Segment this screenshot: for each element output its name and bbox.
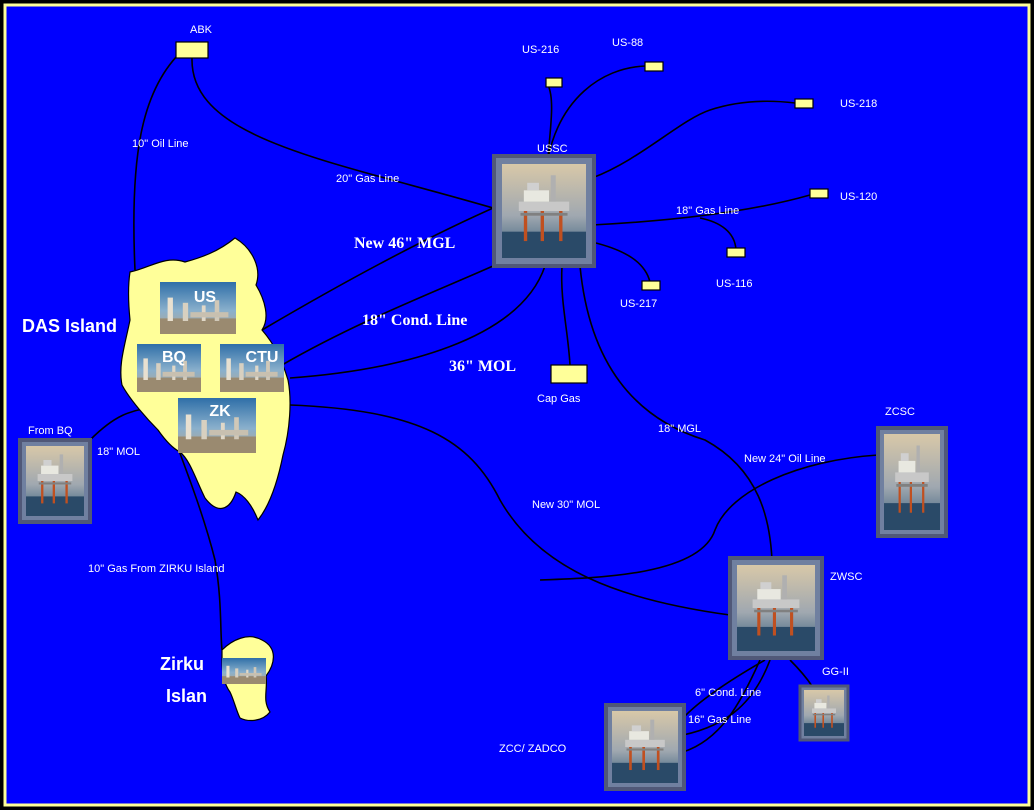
pipe-cond-6 [682,659,766,719]
pipe-oil-10 [133,49,184,271]
label-gas-16: 16" Gas Line [688,714,751,726]
label-zwsc: ZWSC [830,571,862,583]
label-zcsc: ZCSC [885,406,915,418]
pipe-gas-20 [191,57,501,211]
node-labels: ABK US-216 US-88 US-218 US-120 US-116 US… [28,24,915,755]
label-gas-18: 18" Gas Line [676,205,739,217]
label-us218: US-218 [840,98,877,110]
platform-zcsc[interactable] [876,426,948,538]
pipe-ussc-us116 [699,217,737,251]
label-gg2: GG-II [822,666,849,678]
plant-ctu-label: CTU [246,349,279,366]
plant-zk-label: ZK [209,403,231,420]
node-us120[interactable] [809,188,829,199]
pipe-cap-gas [560,265,571,366]
pipe-gas-10 [174,439,223,651]
plant-us[interactable]: US [160,282,236,334]
label-mol-36: 36" MOL [449,358,516,375]
label-oil-10: 10" Oil Line [132,138,189,150]
platform-gg2[interactable] [798,684,850,742]
plant-ctu[interactable]: CTU [220,344,284,392]
label-us216: US-216 [522,44,559,56]
label-from-bq: From BQ [28,425,73,437]
plant-bq-label: BQ [162,349,186,366]
pipe-mgl-18 [579,265,773,561]
pipe-mol-30 [289,404,731,616]
node-us218[interactable] [794,98,814,109]
label-ussc: USSC [537,143,568,155]
label-us120: US-120 [840,191,877,203]
label-zcc-zadco: ZCC/ ZADCO [499,743,567,755]
label-us88: US-88 [612,37,643,49]
label-mol-30: New 30" MOL [532,499,600,511]
pipelines [89,49,879,753]
label-us116: US-116 [716,278,752,290]
pipe-oil-24 [539,454,879,581]
zirku-island-label-2: Islan [166,686,207,706]
pipe-zwsc-extra [682,659,771,736]
pipe-gg2 [789,659,813,687]
wellhead-nodes [175,41,829,384]
label-cond-6: 6" Cond. Line [695,687,761,699]
label-us217: US-217 [620,298,657,310]
pipe-mgl-46 [261,204,501,331]
pipeline-labels: 10" Oil Line 20" Gas Line New 46" MGL 18… [88,138,826,726]
node-us217[interactable] [641,280,661,291]
pipe-ussc-us217 [591,241,651,283]
label-cond-18: 18" Cond. Line [362,312,467,329]
node-abk[interactable] [175,41,209,59]
plant-bq[interactable]: BQ [137,344,201,392]
pipe-mol-36 [289,265,546,379]
platform-from-bq[interactable] [18,438,92,524]
node-us88[interactable] [644,61,664,72]
label-gas-20: 20" Gas Line [336,173,399,185]
pipe-gas-16 [682,659,761,753]
zirku-island-label-1: Zirku [160,654,204,674]
node-us116[interactable] [726,247,746,258]
plant-zk[interactable]: ZK [178,398,256,453]
pipe-cond-18 [281,261,503,366]
plant-us-label: US [194,289,217,306]
node-cap-gas[interactable] [550,364,588,384]
label-cap-gas: Cap Gas [537,393,581,405]
pipe-ussc-us218 [591,100,796,179]
pipe-ussc-us88 [547,65,646,159]
plant-zirku[interactable] [222,658,266,684]
label-mgl-18: 18" MGL [658,423,701,435]
label-mgl-46: New 46" MGL [354,235,455,252]
label-gas-10: 10" Gas From ZIRKU Island [88,563,225,575]
pipe-ussc-us216 [547,84,553,159]
das-island-label: DAS Island [22,316,117,336]
platform-ussc[interactable] [492,154,596,268]
label-mol-18: 18" MOL [97,446,140,458]
platform-zwsc[interactable] [728,556,824,660]
pipe-ussc-us120 [591,194,811,226]
node-us216[interactable] [545,77,563,88]
label-abk: ABK [190,24,213,36]
platform-zcc-zadco[interactable] [604,703,686,791]
label-oil-24: New 24" Oil Line [744,453,826,465]
